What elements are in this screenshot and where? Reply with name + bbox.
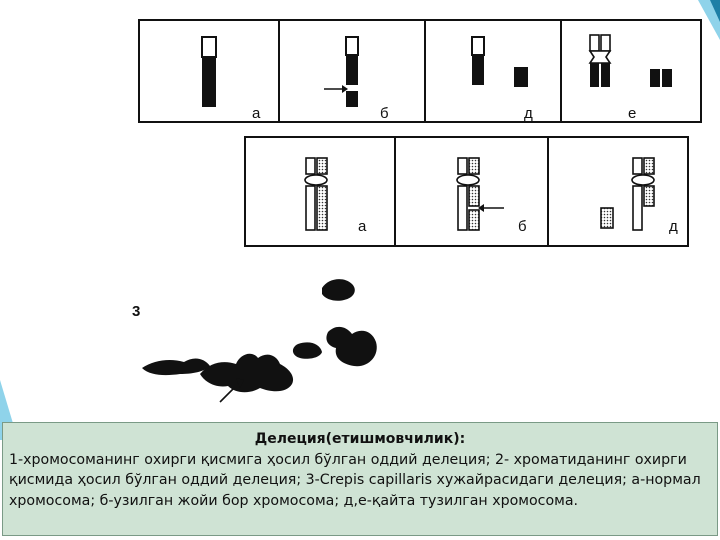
- label-d2: д: [669, 218, 678, 235]
- rearranged-chromosome-d-illustration: [471, 36, 528, 87]
- corner-decoration-top-right: [698, 0, 720, 40]
- normal-chromosome-illustration: [201, 36, 217, 107]
- figure1-panel-b: б: [278, 19, 426, 123]
- label-b2: б: [518, 218, 527, 235]
- figure2-panel-a: а: [244, 136, 396, 247]
- figure1-panel-e: е: [560, 19, 702, 123]
- figure2-panels: а б д: [244, 136, 689, 247]
- rearranged-chromatid-illustration: [600, 157, 655, 231]
- figure1-panel-d: д: [424, 19, 562, 123]
- rearranged-chromosome-e-illustration: [588, 34, 672, 87]
- label-a2: а: [358, 218, 367, 235]
- normal-chromatid-illustration: [304, 157, 328, 231]
- caption-box: Делеция(етишмовчилик): 1-хромосоманинг о…: [2, 422, 718, 536]
- broken-chromatid-illustration: [456, 157, 504, 231]
- figure2-panel-b: б: [394, 136, 549, 247]
- caption-body: 1-хромосоманинг охирги қисмига ҳосил бўл…: [9, 451, 701, 509]
- caption-title: Делеция(етишмовчилик):: [254, 431, 466, 447]
- figure1-panel-a: а: [138, 19, 280, 123]
- label-a: а: [252, 105, 261, 122]
- label-e: е: [628, 105, 637, 122]
- crepis-cell-illustration: [142, 279, 377, 403]
- label-b: б: [380, 105, 389, 122]
- label-d: д: [524, 105, 533, 122]
- figure3-number: 3: [132, 303, 141, 320]
- figure1-panels: а б д е: [138, 19, 702, 123]
- broken-chromosome-illustration: [324, 36, 359, 107]
- figure2-panel-d: д: [547, 136, 689, 247]
